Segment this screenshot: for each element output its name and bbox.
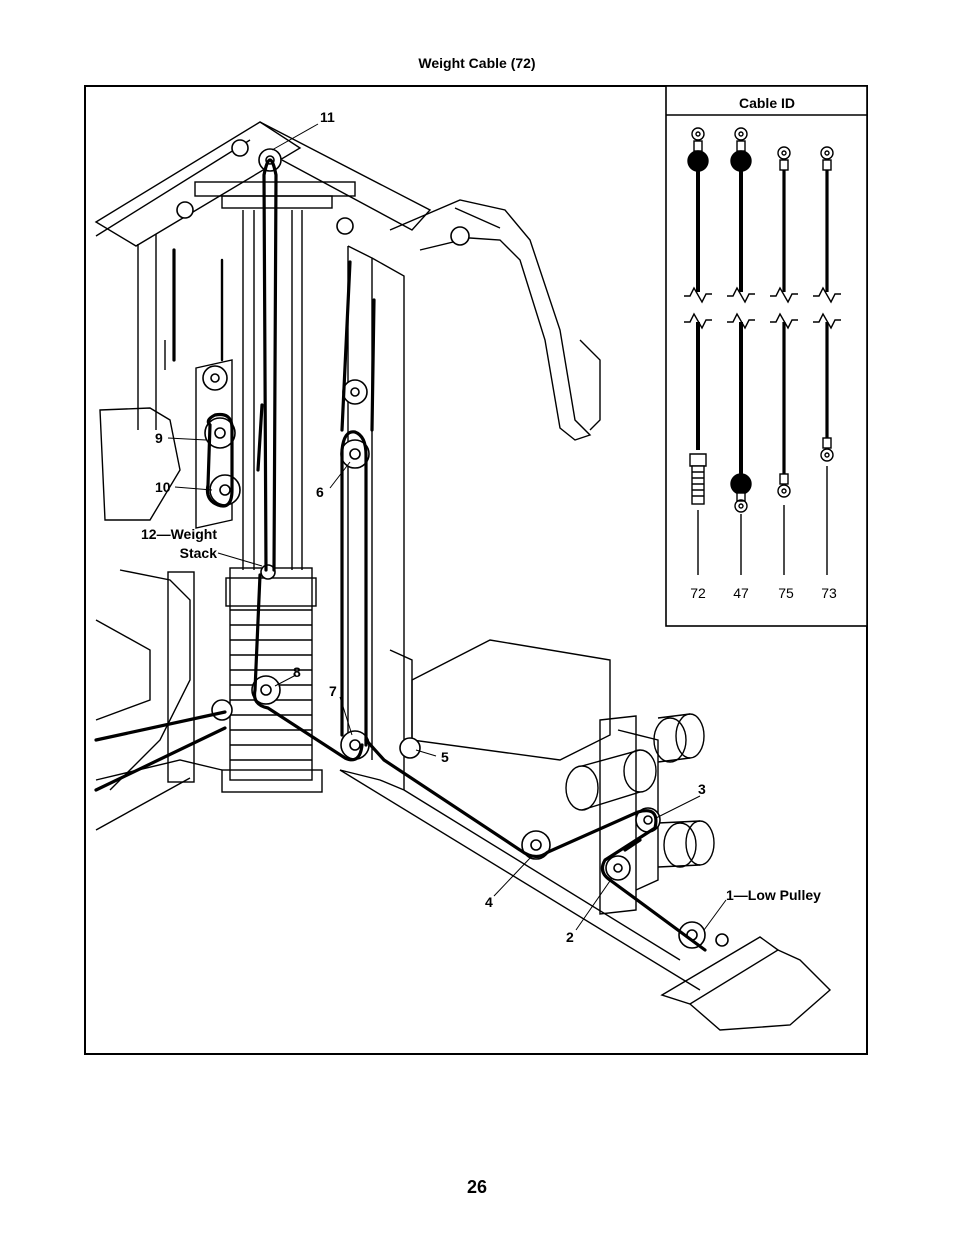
cable-id-box: Cable ID [665,85,868,627]
cable-id-72: 72 [690,585,706,601]
leader-lines [167,123,727,931]
callout-1: 1—Low Pulley [726,887,821,903]
callout-3: 3 [698,781,706,797]
cable-id-75: 75 [778,585,794,601]
cable-id-73: 73 [821,585,837,601]
page-title: Weight Cable (72) [418,55,536,71]
callout-6: 6 [316,484,324,500]
callout-8: 8 [293,664,301,680]
callout-7: 7 [329,683,337,699]
callout-12-line1: 12—Weight [141,526,217,542]
callout-9: 9 [155,430,163,446]
weight-cable-route [94,158,707,952]
cable-id-47: 47 [733,585,749,601]
callout-11: 11 [320,109,335,125]
pulleys [176,139,729,949]
callout-12-line2: Stack [180,545,218,561]
page-number: 26 [466,1177,488,1197]
pulley-5 [399,737,421,759]
callout-10: 10 [155,479,171,495]
callout-5: 5 [441,749,449,765]
machine-frame [94,121,832,1031]
callout-2: 2 [566,929,574,945]
callout-4: 4 [485,894,493,910]
cable-id-heading: Cable ID [739,95,795,111]
